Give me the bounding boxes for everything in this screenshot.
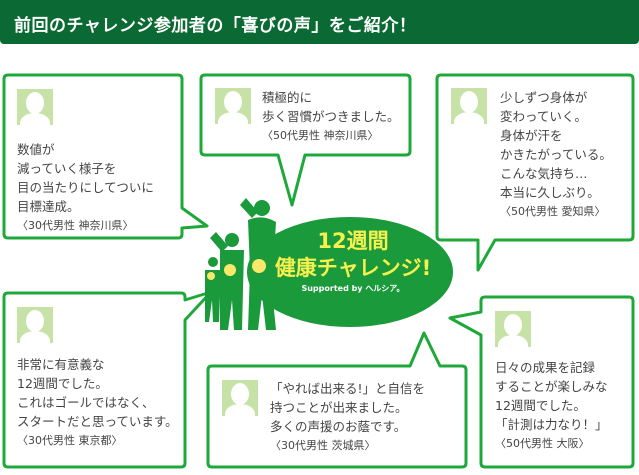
testimonial-text: 日々の成果を記録 することが楽しみな 12週間でした。 「計測は力なり！」	[495, 360, 608, 432]
testimonial-author: 〈50代男性 神奈川県〉	[262, 129, 379, 142]
avatar-icon	[17, 89, 53, 125]
logo-ellipse	[247, 217, 453, 327]
testimonial-6: 日々の成果を記録 することが楽しみな 12週間でした。 「計測は力なり！」〈50…	[495, 358, 608, 453]
bubble-1	[2, 73, 209, 240]
testimonial-2: 積極的に 歩く習慣がつきました。〈50代男性 神奈川県〉	[262, 88, 400, 145]
section-header: 前回のチャレンジ参加者の「喜びの声」をご紹介！	[0, 0, 639, 44]
testimonial-author: 〈30代男性 神奈川県〉	[17, 219, 134, 232]
logo-line1: 12週間	[317, 229, 389, 253]
testimonial-1: 数値が 減っていく様子を 目の当たりにしてついに 目標達成。〈30代男性 神奈川…	[17, 140, 154, 235]
avatar-icon	[215, 88, 251, 124]
avatar-icon	[451, 88, 487, 124]
testimonial-author: 〈30代男性 東京都〉	[17, 434, 123, 447]
logo-line2: 健康チャレンジ!	[274, 256, 432, 280]
testimonial-author: 〈50代男性 大阪〉	[495, 437, 590, 450]
testimonial-3: 少しずつ身体が 変わっていく。 身体が汗を かきたがっている。 こんな気持ち… …	[500, 88, 612, 221]
avatar-icon	[222, 380, 258, 416]
testimonial-5: 「やれば出来る!」と自信を 持つことが出来ました。 多くの声援のお蔭です。〈30…	[270, 379, 425, 455]
glow-icon	[224, 264, 236, 276]
testimonial-text: 「やれば出来る!」と自信を 持つことが出来ました。 多くの声援のお蔭です。	[270, 381, 426, 434]
testimonial-text: 非常に有意義な 12週間でした。 これはゴールではなく、 スタートだと思っていま…	[17, 357, 178, 429]
testimonial-4: 非常に有意義な 12週間でした。 これはゴールではなく、 スタートだと思っていま…	[17, 355, 178, 450]
testimonial-text: 少しずつ身体が 変わっていく。 身体が汗を かきたがっている。 こんな気持ち… …	[500, 90, 612, 200]
glow-icon	[252, 259, 266, 273]
testimonial-author: 〈50代男性 愛知県〉	[500, 205, 606, 218]
challenge-logo	[205, 198, 453, 330]
avatar-icon	[495, 311, 531, 347]
testimonial-author: 〈30代男性 茨城県〉	[270, 439, 376, 452]
testimonial-text: 数値が 減っていく様子を 目の当たりにしてついに 目標達成。	[17, 142, 154, 214]
avatar-icon	[17, 307, 53, 343]
logo-sponsor: Supported by ヘルシア。	[301, 284, 405, 293]
bubble-2	[199, 73, 412, 207]
family-silhouette-icon	[205, 198, 276, 330]
testimonial-text: 積極的に 歩く習慣がつきました。	[262, 90, 400, 124]
glow-icon	[207, 272, 215, 280]
bubble-4	[2, 290, 213, 469]
challenge-logo-text: 12週間 健康チャレンジ! Supported by ヘルシア。	[258, 228, 448, 296]
section-title: 前回のチャレンジ参加者の「喜びの声」をご紹介！	[14, 16, 417, 36]
bubble-5	[206, 331, 468, 469]
